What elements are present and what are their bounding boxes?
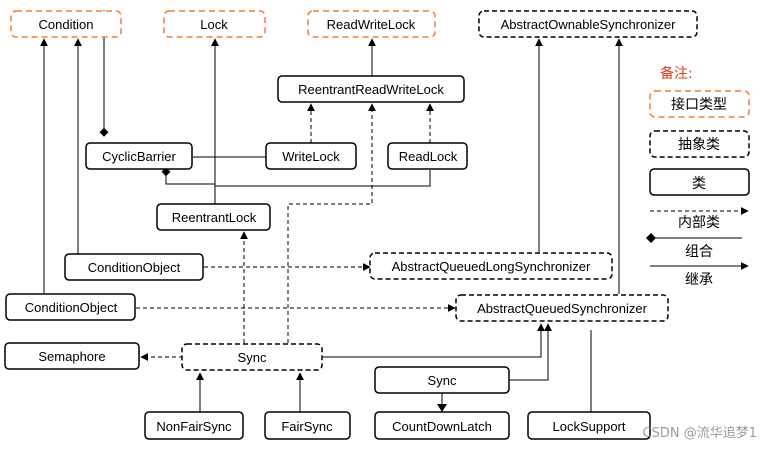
svg-text:AbstractQueuedLongSynchronizer: AbstractQueuedLongSynchronizer bbox=[392, 259, 591, 274]
svg-text:AbstractOwnableSynchronizer: AbstractOwnableSynchronizer bbox=[501, 17, 677, 32]
node-lock[interactable]: Lock bbox=[163, 10, 266, 38]
node-nonfairsync[interactable]: NonFairSync bbox=[144, 411, 244, 440]
legend-interface: 接口类型 bbox=[649, 90, 750, 118]
legend-title: 备注: bbox=[660, 65, 693, 82]
node-sync-inner[interactable]: Sync bbox=[181, 343, 323, 371]
svg-text:抽象类: 抽象类 bbox=[678, 137, 720, 153]
svg-text:Lock: Lock bbox=[200, 17, 228, 32]
node-semaphore[interactable]: Semaphore bbox=[4, 342, 140, 370]
node-reentrantlock[interactable]: ReentrantLock bbox=[156, 203, 271, 231]
svg-text:NonFairSync: NonFairSync bbox=[156, 419, 232, 434]
node-conditionobject-2[interactable]: ConditionObject bbox=[5, 293, 136, 321]
svg-text:Semaphore: Semaphore bbox=[38, 349, 105, 364]
node-abstractqueuedlongsynchronizer[interactable]: AbstractQueuedLongSynchronizer bbox=[369, 252, 613, 280]
legend: 备注: 接口类型 抽象类 类 内部类 组合 继承 bbox=[646, 65, 750, 288]
svg-text:LockSupport: LockSupport bbox=[553, 419, 626, 434]
svg-text:CountDownLatch: CountDownLatch bbox=[392, 419, 492, 434]
node-fairsync[interactable]: FairSync bbox=[264, 411, 351, 440]
svg-text:ReadWriteLock: ReadWriteLock bbox=[327, 17, 416, 32]
svg-text:ReadLock: ReadLock bbox=[399, 149, 458, 164]
svg-text:组合: 组合 bbox=[685, 244, 713, 260]
svg-text:类: 类 bbox=[692, 176, 706, 192]
svg-text:ConditionObject: ConditionObject bbox=[25, 300, 118, 315]
svg-text:Sync: Sync bbox=[428, 373, 457, 388]
edge-reentrantlock-readlock bbox=[215, 170, 431, 187]
node-writelock[interactable]: WriteLock bbox=[265, 142, 357, 170]
edge-reentrantlock-cyclicbarrier bbox=[161, 167, 215, 185]
svg-text:内部类: 内部类 bbox=[678, 215, 720, 231]
node-readwritelock[interactable]: ReadWriteLock bbox=[307, 10, 436, 38]
edge-syncclass-countdownlatch-head bbox=[437, 404, 447, 412]
node-abstractownablesynchronizer[interactable]: AbstractOwnableSynchronizer bbox=[478, 10, 698, 38]
svg-text:ConditionObject: ConditionObject bbox=[88, 260, 181, 275]
svg-text:Condition: Condition bbox=[39, 17, 94, 32]
svg-text:接口类型: 接口类型 bbox=[671, 96, 727, 113]
legend-class: 类 bbox=[649, 168, 750, 196]
legend-composition: 组合 bbox=[646, 233, 742, 260]
svg-text:继承: 继承 bbox=[685, 272, 713, 288]
node-abstractqueuedsynchronizer[interactable]: AbstractQueuedSynchronizer bbox=[455, 294, 669, 322]
edge-sync-rrwl bbox=[287, 103, 376, 343]
node-locksupport[interactable]: LockSupport bbox=[527, 411, 651, 440]
legend-inheritance: 继承 bbox=[650, 262, 749, 288]
node-sync-class[interactable]: Sync bbox=[374, 366, 510, 394]
edge-sync-aqs bbox=[323, 323, 545, 358]
svg-text:ReentrantLock: ReentrantLock bbox=[172, 210, 257, 225]
svg-text:FairSync: FairSync bbox=[281, 419, 333, 434]
svg-text:ReentrantReadWriteLock: ReentrantReadWriteLock bbox=[298, 82, 444, 97]
svg-text:AbstractQueuedSynchronizer: AbstractQueuedSynchronizer bbox=[477, 301, 647, 316]
node-reentrantreadwritelock[interactable]: ReentrantReadWriteLock bbox=[277, 75, 465, 103]
node-conditionobject-1[interactable]: ConditionObject bbox=[64, 253, 204, 281]
svg-text:CyclicBarrier: CyclicBarrier bbox=[102, 149, 176, 164]
svg-text:Sync: Sync bbox=[238, 350, 267, 365]
inner-class-edges bbox=[136, 103, 456, 361]
legend-inner: 内部类 bbox=[650, 207, 749, 231]
node-cyclicbarrier[interactable]: CyclicBarrier bbox=[85, 142, 193, 170]
svg-text:WriteLock: WriteLock bbox=[282, 149, 340, 164]
legend-abstract: 抽象类 bbox=[649, 130, 750, 158]
edge-syncclass-aqs bbox=[510, 323, 552, 381]
watermark: CSDN @流华追梦1 bbox=[643, 425, 757, 441]
node-readlock[interactable]: ReadLock bbox=[387, 142, 468, 170]
node-condition[interactable]: Condition bbox=[10, 10, 122, 38]
node-countdownlatch[interactable]: CountDownLatch bbox=[374, 411, 510, 440]
